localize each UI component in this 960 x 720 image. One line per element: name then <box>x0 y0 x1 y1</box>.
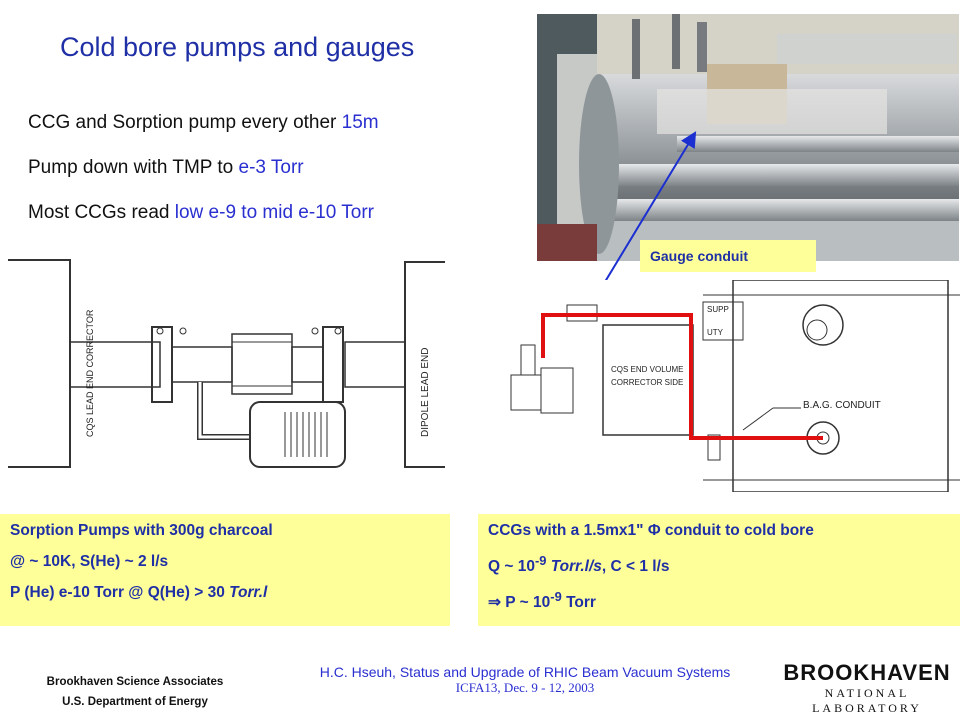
bullet-1: CCG and Sorption pump every other 15m <box>28 112 379 134</box>
ccg-line-3-text: P ~ 10 <box>501 594 551 612</box>
bullet-1-text: CCG and Sorption pump every other <box>28 112 342 133</box>
footer-org-line-2: U.S. Department of Energy <box>62 696 208 708</box>
implies-icon: ⇒ <box>488 594 501 612</box>
logo-sub-text: NATIONAL LABORATORY <box>812 686 922 715</box>
sorption-line-3: P (He) e-10 Torr @ Q(He) > 30 Torr.l <box>10 584 440 602</box>
ccg-line-3: ⇒ P ~ 10-9 Torr <box>488 589 950 612</box>
sorption-line-3-text: P (He) e-10 Torr @ Q(He) > 30 <box>10 584 230 601</box>
bullet-3-highlight: low e-9 to mid e-10 Torr <box>174 202 374 223</box>
left-drawing-label-2: DIPOLE LEAD END <box>420 348 431 437</box>
footer-citation: H.C. Hseuh, Status and Upgrade of RHIC B… <box>270 664 780 696</box>
footer-org-line-1: Brookhaven Science Associates <box>46 676 224 688</box>
ccg-line-2-post: , C < 1 l/s <box>601 558 670 576</box>
right-drawing-label-4: CORRECTOR SIDE <box>611 378 683 387</box>
right-drawing-label-1: SUPP <box>707 305 729 314</box>
page-title: Cold bore pumps and gauges <box>60 32 415 62</box>
right-drawing-label-3: CQS END VOLUME <box>611 365 683 374</box>
left-drawing: CQS LEAD END CORRECTOR DIPOLE LEAD END <box>0 252 450 472</box>
bullet-1-highlight: 15m <box>341 112 379 133</box>
ccg-line-2: Q ~ 10-9 Torr.l/s, C < 1 l/s <box>488 553 950 576</box>
bullet-2-highlight: e-3 Torr <box>238 157 304 178</box>
sorption-line-2: @ ~ 10K, S(He) ~ 2 l/s <box>10 553 169 570</box>
ccg-line-2-unit: Torr.l/s <box>546 558 602 576</box>
ccg-line-2-exp: -9 <box>534 553 547 568</box>
footer-citation-line-2: ICFA13, Dec. 9 - 12, 2003 <box>455 680 595 695</box>
left-drawing-label-1: CQS LEAD END CORRECTOR <box>85 309 95 437</box>
footer-organization: Brookhaven Science Associates U.S. Depar… <box>0 672 270 712</box>
bullet-2: Pump down with TMP to e-3 Torr <box>28 157 304 179</box>
footer-citation-line-1: H.C. Hseuh, Status and Upgrade of RHIC B… <box>319 664 731 680</box>
logo-main-text: BROOKHAVEN <box>783 660 951 685</box>
bullet-3-text: Most CCGs read <box>28 202 175 223</box>
bullet-3: Most CCGs read low e-9 to mid e-10 Torr <box>28 202 374 224</box>
ccg-box: CCGs with a 1.5mx1" Φ conduit to cold bo… <box>478 514 960 626</box>
sorption-line-3-unit: Torr.l <box>229 584 268 601</box>
bullet-2-text: Pump down with TMP to <box>28 157 239 178</box>
sorption-pump-box: Sorption Pumps with 300g charcoal @ ~ 10… <box>0 514 450 626</box>
ccg-line-2-text: Q ~ 10 <box>488 558 535 576</box>
gauge-arrow <box>589 131 697 307</box>
brookhaven-logo: BROOKHAVEN NATIONAL LABORATORY <box>782 660 952 716</box>
ccg-line-3-exp: -9 <box>550 589 562 605</box>
right-drawing-label-2: UTY <box>707 328 724 337</box>
ccg-line-1: CCGs with a 1.5mx1" Φ conduit to cold bo… <box>488 522 814 539</box>
right-drawing-label-5: B.A.G. CONDUIT <box>803 400 881 411</box>
sorption-line-1: Sorption Pumps with 300g charcoal <box>10 522 273 539</box>
right-drawing: SUPP UTY CQS END VOLUME CORRECTOR SIDE B… <box>503 279 960 493</box>
ccg-line-3-post: Torr <box>561 594 596 612</box>
